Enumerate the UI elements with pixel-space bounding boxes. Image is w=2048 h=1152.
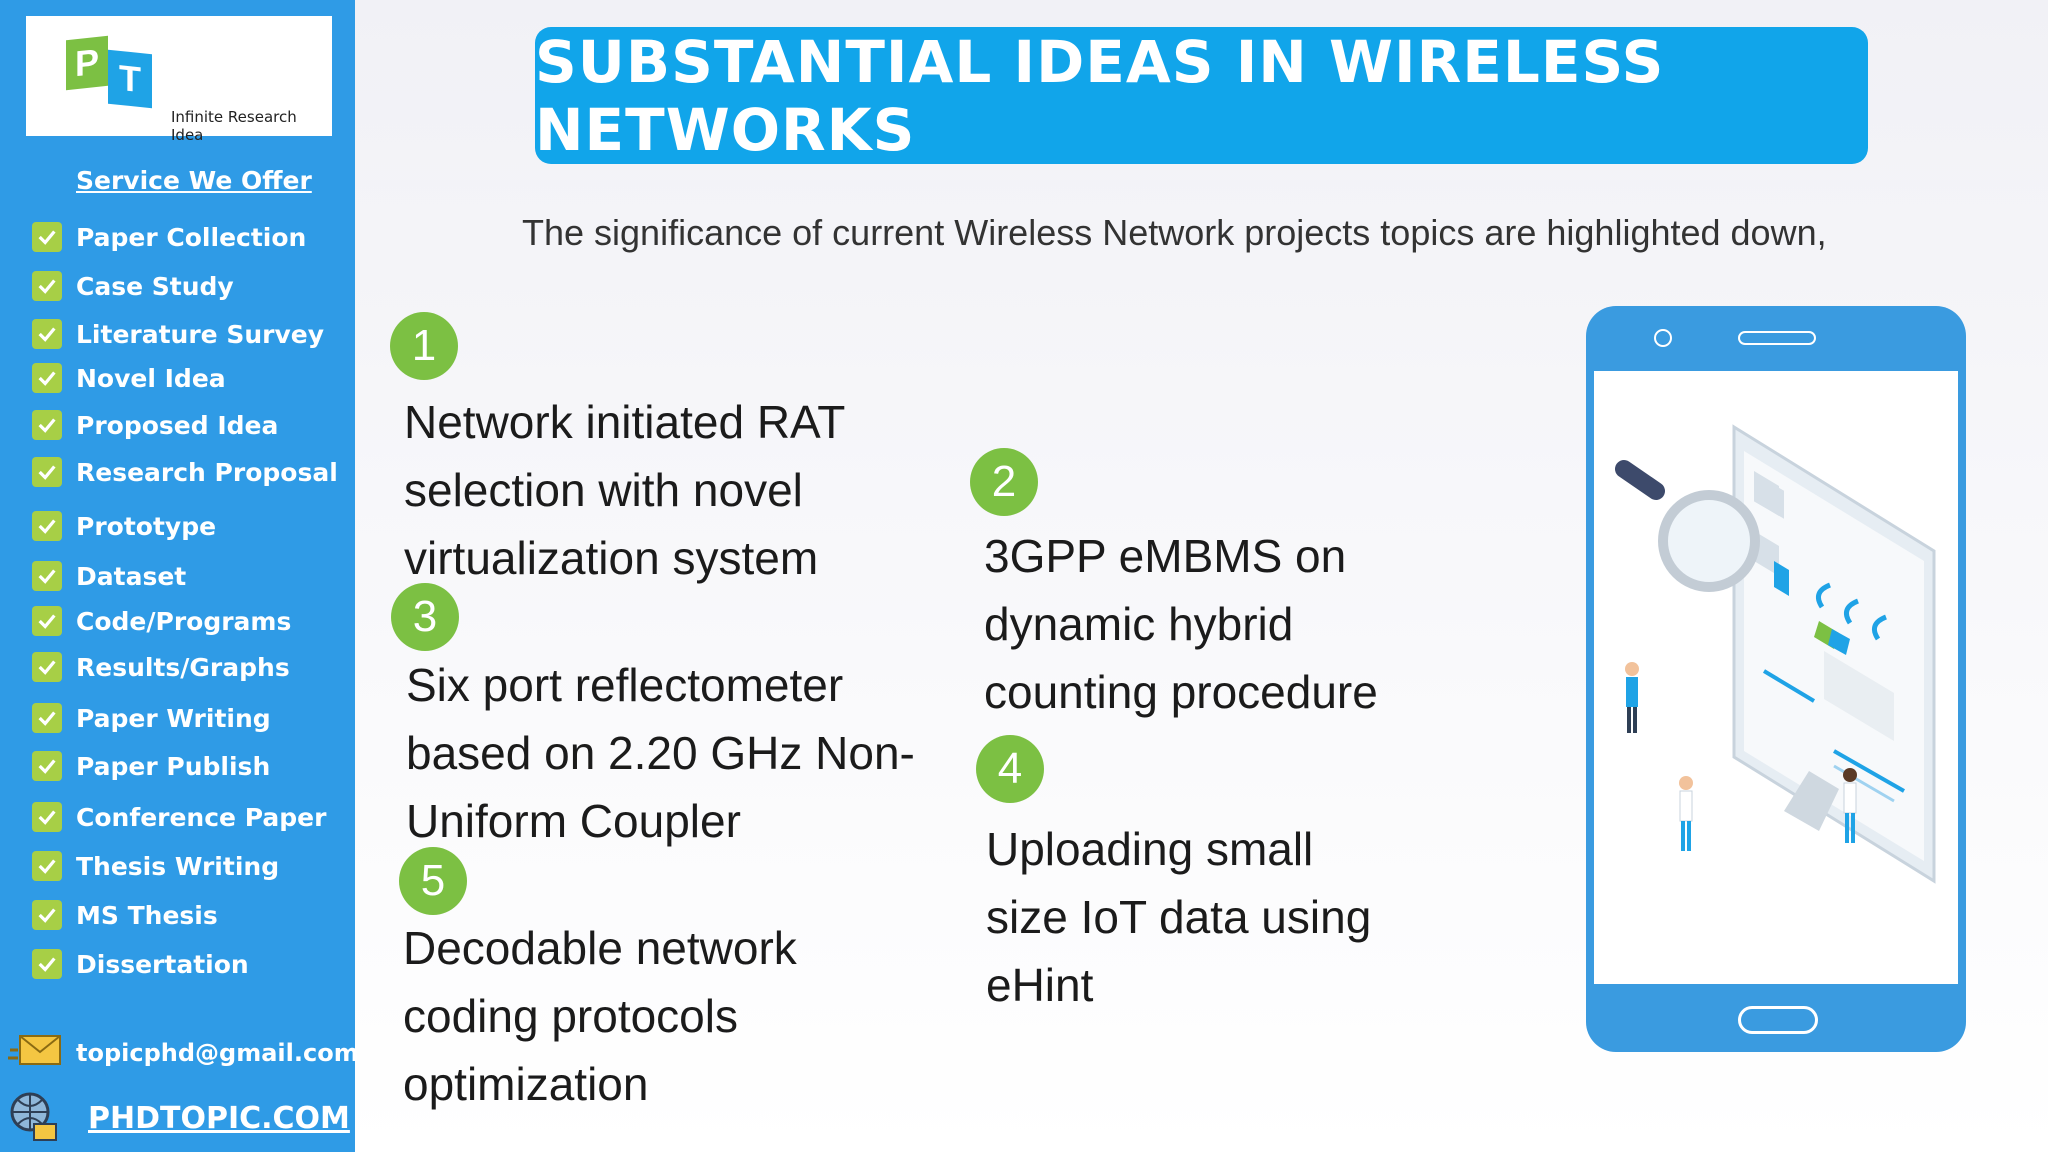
idea-number-badge: 1 bbox=[390, 312, 458, 380]
service-item: Prototype bbox=[32, 509, 216, 543]
service-item: Paper Collection bbox=[32, 220, 306, 254]
idea-line: counting procedure bbox=[984, 666, 1378, 718]
service-item-label: MS Thesis bbox=[76, 900, 218, 930]
phone-speaker bbox=[1738, 331, 1816, 345]
idea-line: selection with novel bbox=[404, 464, 803, 516]
analytics-illustration bbox=[1615, 424, 1936, 884]
idea-text: 3GPP eMBMS on dynamic hybrid counting pr… bbox=[984, 522, 1378, 726]
service-item-label: Proposed Idea bbox=[76, 410, 279, 440]
service-title: Service We Offer bbox=[76, 166, 312, 195]
service-item: Conference Paper bbox=[32, 800, 326, 834]
idea-text: Decodable network coding protocols optim… bbox=[403, 914, 797, 1118]
service-item: Dataset bbox=[32, 559, 186, 593]
check-icon bbox=[32, 703, 62, 733]
idea-number-badge: 4 bbox=[976, 735, 1044, 803]
service-item: Paper Publish bbox=[32, 749, 270, 783]
idea-line: Uploading small bbox=[986, 823, 1314, 875]
service-item: Case Study bbox=[32, 269, 234, 303]
logo: P T Infinite Research Idea bbox=[26, 16, 332, 144]
service-item: Research Proposal bbox=[32, 455, 338, 489]
service-item-label: Results/Graphs bbox=[76, 652, 290, 682]
idea-line: Decodable network bbox=[403, 922, 797, 974]
idea-line: size IoT data using bbox=[986, 891, 1372, 943]
check-icon bbox=[32, 851, 62, 881]
check-icon bbox=[32, 511, 62, 541]
check-icon bbox=[32, 606, 62, 636]
check-icon bbox=[32, 319, 62, 349]
service-item-label: Dataset bbox=[76, 561, 187, 591]
title-banner: SUBSTANTIAL IDEAS IN WIRELESS NETWORKS bbox=[535, 27, 1868, 164]
email-row[interactable]: topicphd@gmail.com bbox=[6, 1032, 359, 1073]
globe-icon bbox=[6, 1088, 62, 1149]
subtitle: The significance of current Wireless Net… bbox=[522, 212, 1827, 253]
service-item-label: Research Proposal bbox=[76, 457, 338, 487]
service-item: Proposed Idea bbox=[32, 408, 278, 442]
service-item: Novel Idea bbox=[32, 361, 226, 395]
logo-letter-t: T bbox=[108, 49, 152, 109]
phone-illustration bbox=[1586, 306, 1966, 1052]
phone-home-button bbox=[1738, 1006, 1818, 1034]
idea-text: Network initiated RAT selection with nov… bbox=[404, 388, 845, 592]
idea-line: 3GPP eMBMS on bbox=[984, 530, 1347, 582]
idea-text: Uploading small size IoT data using eHin… bbox=[986, 815, 1371, 1019]
service-item: Literature Survey bbox=[32, 317, 324, 351]
website-row[interactable]: PHDTOPIC.COM bbox=[6, 1088, 350, 1149]
idea-line: dynamic hybrid bbox=[984, 598, 1294, 650]
idea-line: Six port reflectometer bbox=[406, 659, 844, 711]
magnifier-icon bbox=[1615, 460, 1760, 592]
check-icon bbox=[32, 222, 62, 252]
page-title: SUBSTANTIAL IDEAS IN WIRELESS NETWORKS bbox=[535, 27, 1665, 164]
check-icon bbox=[32, 363, 62, 393]
check-icon bbox=[32, 802, 62, 832]
email-icon bbox=[6, 1032, 66, 1073]
service-item: Thesis Writing bbox=[32, 849, 279, 883]
service-item: Dissertation bbox=[32, 947, 249, 981]
person-figure bbox=[1679, 776, 1693, 851]
logo-letter-p: P bbox=[66, 35, 108, 91]
check-icon bbox=[32, 751, 62, 781]
idea-line: optimization bbox=[403, 1058, 649, 1110]
idea-number-badge: 2 bbox=[970, 448, 1038, 516]
service-item-label: Paper Writing bbox=[76, 703, 271, 733]
check-icon bbox=[32, 271, 62, 301]
website-link[interactable]: PHDTOPIC.COM bbox=[88, 1101, 350, 1136]
phone-screen bbox=[1594, 371, 1958, 984]
person-figure bbox=[1625, 662, 1639, 733]
email-address[interactable]: topicphd@gmail.com bbox=[76, 1038, 359, 1067]
service-item-label: Thesis Writing bbox=[76, 851, 280, 881]
service-item-label: Paper Publish bbox=[76, 751, 271, 781]
check-icon bbox=[32, 949, 62, 979]
check-icon bbox=[32, 410, 62, 440]
phone-camera bbox=[1654, 329, 1672, 347]
service-item-label: Novel Idea bbox=[76, 363, 226, 393]
check-icon bbox=[32, 652, 62, 682]
service-item-label: Code/Programs bbox=[76, 606, 292, 636]
check-icon bbox=[32, 561, 62, 591]
service-item-label: Literature Survey bbox=[76, 319, 325, 349]
check-icon bbox=[32, 457, 62, 487]
service-item-label: Case Study bbox=[76, 271, 234, 301]
service-item: Code/Programs bbox=[32, 604, 291, 638]
service-item-label: Conference Paper bbox=[76, 802, 327, 832]
idea-line: virtualization system bbox=[404, 532, 819, 584]
idea-line: based on 2.20 GHz Non- bbox=[406, 727, 915, 779]
service-item: MS Thesis bbox=[32, 898, 218, 932]
service-item-label: Prototype bbox=[76, 511, 217, 541]
sidebar: P T Infinite Research Idea Service We Of… bbox=[0, 0, 359, 1152]
check-icon bbox=[32, 900, 62, 930]
service-item-label: Dissertation bbox=[76, 949, 249, 979]
idea-line: Uniform Coupler bbox=[406, 795, 741, 847]
idea-line: eHint bbox=[986, 959, 1094, 1011]
logo-tagline: Infinite Research Idea bbox=[171, 108, 297, 144]
person-figure bbox=[1843, 768, 1857, 843]
service-item-label: Paper Collection bbox=[76, 222, 307, 252]
service-item: Paper Writing bbox=[32, 701, 271, 735]
idea-number-badge: 5 bbox=[399, 847, 467, 915]
idea-number-badge: 3 bbox=[391, 583, 459, 651]
idea-line: Network initiated RAT bbox=[404, 396, 846, 448]
idea-line: coding protocols bbox=[403, 990, 738, 1042]
service-item: Results/Graphs bbox=[32, 650, 290, 684]
idea-text: Six port reflectometer based on 2.20 GHz… bbox=[406, 651, 915, 855]
